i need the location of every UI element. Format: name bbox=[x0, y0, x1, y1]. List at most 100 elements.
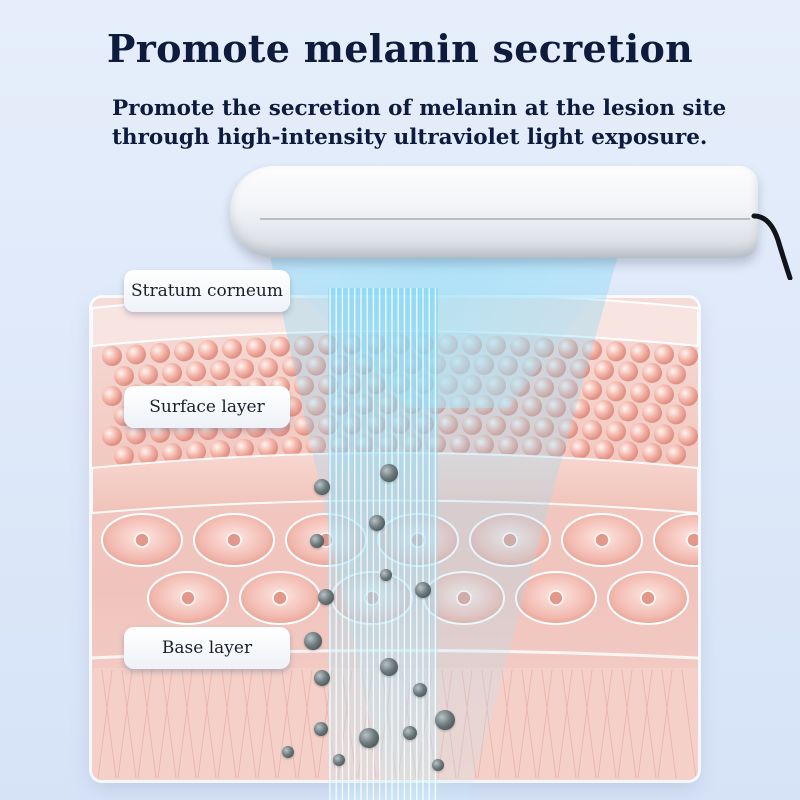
cell-nucleus bbox=[640, 590, 656, 606]
skin-cell-ball bbox=[318, 334, 338, 355]
melanin-particle bbox=[380, 569, 392, 581]
skin-cell-ball bbox=[150, 342, 170, 363]
dermis-fiber bbox=[157, 669, 173, 779]
dermis-fiber bbox=[241, 669, 257, 779]
skin-cell-ball bbox=[642, 442, 662, 463]
skin-cell-ball bbox=[594, 360, 614, 380]
skin-cell-ball bbox=[306, 395, 326, 416]
dermis-fiber bbox=[101, 669, 117, 779]
cell-nucleus bbox=[226, 532, 242, 548]
skin-cell-ball bbox=[318, 374, 338, 395]
page-title: Promote melanin secretion bbox=[106, 26, 694, 71]
skin-cell-ball bbox=[222, 338, 242, 359]
skin-cell-ball bbox=[486, 415, 506, 436]
skin-cell-ball bbox=[162, 442, 182, 463]
cell-nucleus bbox=[364, 590, 380, 606]
skin-cell-ball bbox=[138, 364, 158, 385]
skin-cell-ball bbox=[210, 360, 230, 380]
melanin-particle bbox=[413, 683, 427, 697]
cell-nucleus bbox=[502, 532, 518, 548]
skin-cell-ball bbox=[606, 421, 626, 442]
skin-cell-ball bbox=[546, 357, 566, 378]
skin-cell-ball bbox=[198, 340, 218, 360]
skin-cell-ball bbox=[354, 394, 374, 415]
skin-cell-ball bbox=[486, 375, 506, 396]
skin-cell-ball bbox=[474, 434, 494, 455]
skin-cell-ball bbox=[330, 394, 350, 415]
dermis-fiber bbox=[201, 669, 217, 779]
skin-cell-ball bbox=[102, 386, 122, 406]
dermis-fiber bbox=[221, 669, 237, 779]
basal-cell bbox=[653, 513, 698, 567]
cell-nucleus bbox=[410, 532, 426, 548]
skin-cell-ball bbox=[126, 424, 146, 445]
skin-cell-ball bbox=[450, 434, 470, 455]
label-surface-layer: Surface layer bbox=[124, 386, 290, 428]
skin-cell-ball bbox=[438, 374, 458, 395]
melanin-particle bbox=[318, 589, 334, 605]
melanin-particle bbox=[314, 670, 330, 686]
skin-cell-ball bbox=[282, 356, 302, 377]
skin-cell-ball bbox=[558, 378, 578, 399]
skin-cell-ball bbox=[534, 377, 554, 398]
skin-cell-ball bbox=[630, 422, 650, 443]
skin-cell-ball bbox=[234, 438, 254, 459]
cell-nucleus bbox=[594, 532, 610, 548]
skin-cell-ball bbox=[654, 344, 674, 365]
skin-cell-ball bbox=[678, 386, 698, 406]
skin-cell-ball bbox=[270, 336, 290, 357]
skin-cell-ball bbox=[342, 334, 362, 355]
skin-cell-ball bbox=[678, 346, 698, 366]
skin-cell-ball bbox=[354, 434, 374, 455]
skin-cell-ball bbox=[534, 337, 554, 358]
skin-cell-ball bbox=[510, 376, 530, 397]
melanin-particle bbox=[314, 722, 328, 736]
skin-cell-ball bbox=[390, 374, 410, 394]
melanin-particle bbox=[380, 658, 398, 676]
melanin-particle bbox=[304, 632, 322, 650]
skin-cell-ball bbox=[474, 354, 494, 375]
dermis-fiber bbox=[181, 669, 197, 779]
dermis-fiber bbox=[637, 669, 653, 779]
melanin-particle bbox=[333, 754, 345, 766]
skin-cell-ball bbox=[414, 334, 434, 355]
skin-cell-ball bbox=[306, 355, 326, 376]
skin-cell-ball bbox=[522, 396, 542, 417]
dermis-fiber bbox=[617, 669, 633, 779]
skin-cell-ball bbox=[294, 335, 314, 356]
skin-cell-ball bbox=[654, 384, 674, 405]
skin-cell-ball bbox=[666, 364, 686, 385]
skin-cell-ball bbox=[402, 354, 422, 374]
skin-cell-ball bbox=[102, 426, 122, 446]
skin-cell-ball bbox=[186, 441, 206, 462]
skin-cell-ball bbox=[534, 417, 554, 438]
skin-cell-ball bbox=[486, 335, 506, 356]
skin-cell-ball bbox=[450, 354, 470, 375]
skin-cell-ball bbox=[318, 414, 338, 435]
skin-cell-ball bbox=[666, 404, 686, 425]
skin-cell-ball bbox=[366, 334, 386, 355]
melanin-particle bbox=[432, 759, 444, 771]
melanin-particle bbox=[403, 726, 417, 740]
cell-nucleus bbox=[134, 532, 150, 548]
skin-cross-section bbox=[92, 298, 698, 780]
skin-cell-ball bbox=[642, 362, 662, 383]
dermis-fiber bbox=[681, 669, 697, 779]
dermis-fiber bbox=[237, 669, 253, 779]
cell-nucleus bbox=[456, 590, 472, 606]
skin-cell-ball bbox=[462, 334, 482, 355]
dermis-fiber bbox=[641, 669, 657, 779]
skin-cell-ball bbox=[438, 414, 458, 435]
power-cable bbox=[751, 213, 793, 280]
cell-nucleus bbox=[272, 590, 288, 606]
skin-cell-ball bbox=[558, 418, 578, 439]
skin-cell-ball bbox=[510, 416, 530, 437]
skin-cell-ball bbox=[378, 434, 398, 455]
skin-cell-ball bbox=[630, 382, 650, 403]
skin-cell-ball bbox=[342, 414, 362, 435]
dermis-fiber bbox=[161, 669, 177, 779]
skin-cell-ball bbox=[390, 334, 410, 354]
skin-layers-illustration bbox=[92, 298, 698, 780]
skin-cell-ball bbox=[474, 394, 494, 415]
skin-cell-ball bbox=[498, 355, 518, 376]
